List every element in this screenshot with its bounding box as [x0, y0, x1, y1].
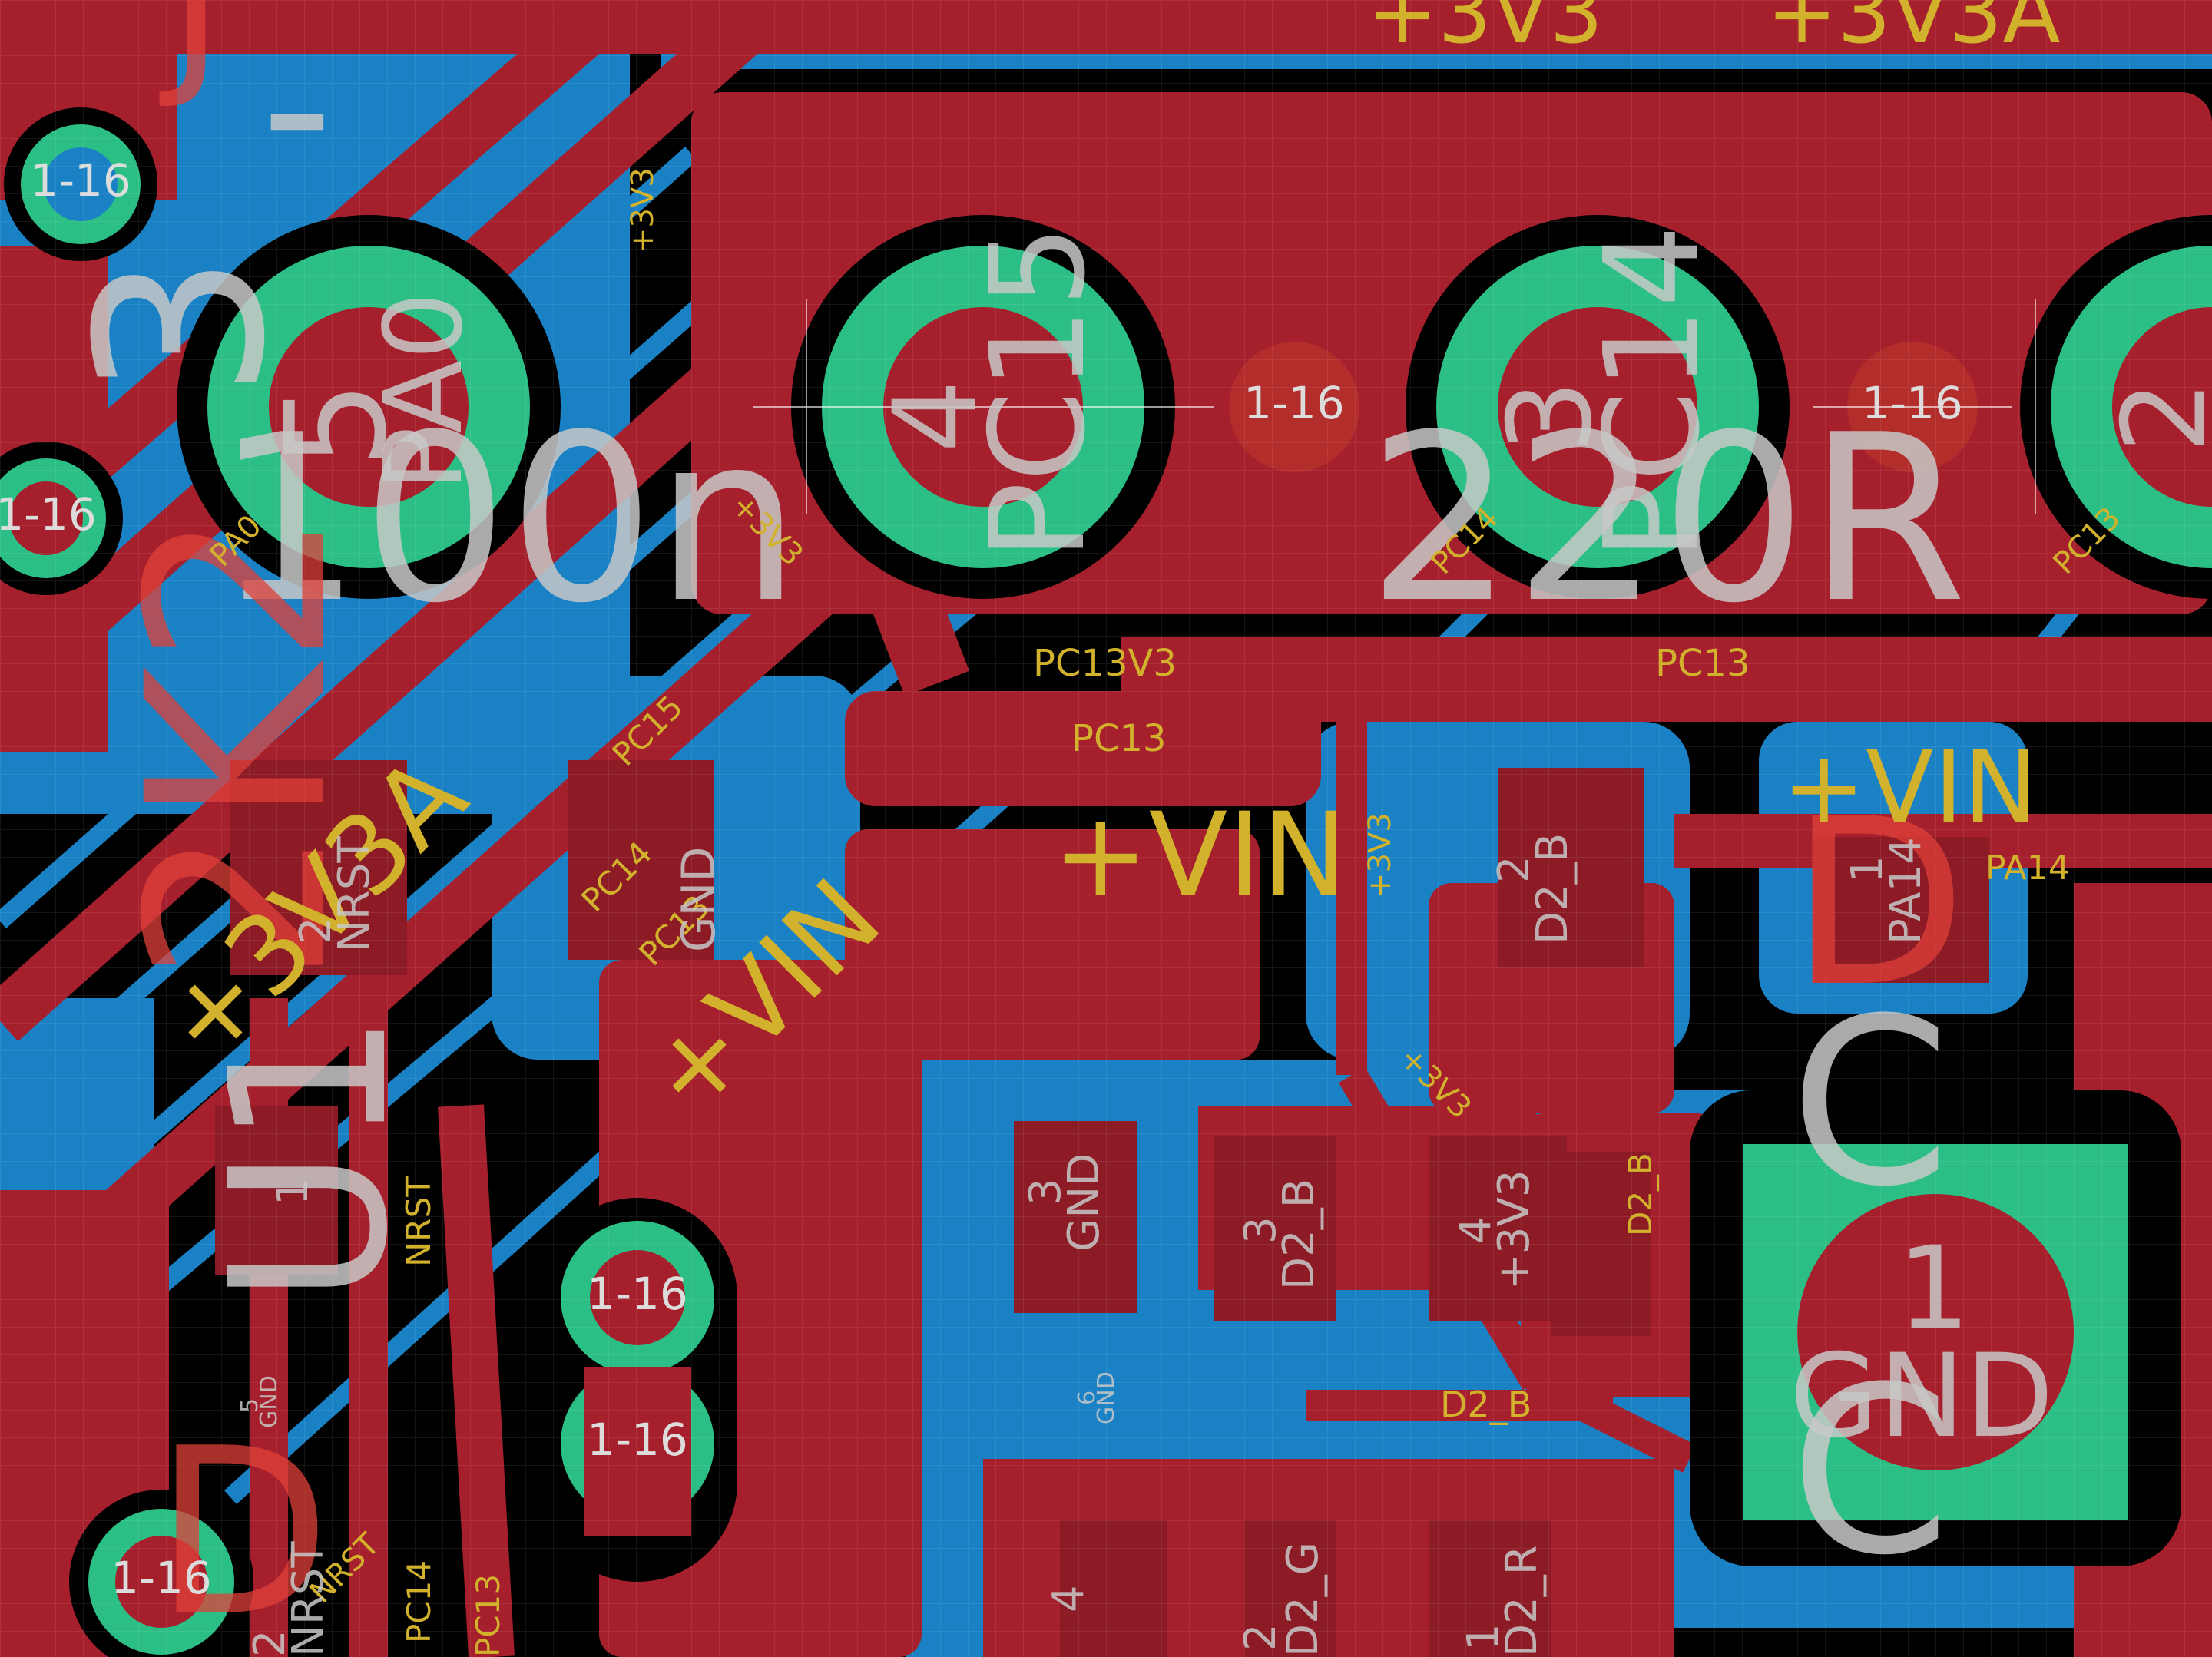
- trace-label-pc13-overlap: PC13V3: [1033, 642, 1177, 685]
- pad-label-pa14-1: PA14: [1881, 837, 1931, 944]
- pad-label-d2b-3-num: 3: [1236, 1216, 1286, 1244]
- pad-label-nrst-bottom: NRST: [283, 1541, 333, 1657]
- pad-number-5: 5: [257, 380, 417, 468]
- net-label-vin-right: +VIN: [1782, 729, 2038, 845]
- pad-number-4: 4: [869, 380, 1003, 453]
- pad-label-3v3-4-num: 4: [1451, 1216, 1501, 1244]
- pad-label-gnd-c: GND: [672, 846, 726, 952]
- silk-value-100n: 100n: [215, 385, 801, 653]
- pad-label-d2g-num: 2: [1236, 1623, 1286, 1651]
- silk-j-prefix: J: [159, 0, 224, 113]
- silk-value-2k2: 2K2: [95, 509, 381, 983]
- silk-value-220r: 220R: [1367, 385, 1967, 653]
- trace-label-pc13-a: PC13: [1071, 717, 1167, 760]
- pad-label-d2b-3: D2_B: [1274, 1179, 1324, 1290]
- net-label-vin-center: +VIN: [1052, 789, 1348, 922]
- pad-label-nrst-bottom-num: 2: [245, 1629, 295, 1657]
- cursor-crosshair: [753, 299, 2036, 514]
- pad-label-d2r: D2_R: [1497, 1545, 1547, 1657]
- pad-number-2: 2: [2098, 380, 2212, 453]
- trace-label-3v3-vertical: +3V3: [625, 167, 661, 253]
- pad-label-3v3-4: +3V3: [1489, 1170, 1539, 1291]
- pad-label-3-gnd: GND: [1059, 1153, 1109, 1252]
- net-label-3v3-top: +3V3: [1367, 0, 1603, 62]
- silk-left-d: D: [154, 1399, 331, 1657]
- trace-label-nrst: NRST: [399, 1176, 439, 1267]
- via-label-4: 1-16: [1862, 377, 1963, 429]
- silk-led-c: C: [1790, 969, 1950, 1237]
- pad-label-5-gnd: GND: [256, 1375, 283, 1428]
- via-label-2: 1-16: [0, 488, 97, 541]
- pad-label-one-square: 1: [1897, 1222, 1970, 1356]
- via-label-7: 1-16: [111, 1552, 212, 1604]
- trace-label-pc13-b: PC13: [1655, 642, 1750, 685]
- pad-label-nrst: NRST: [329, 836, 379, 952]
- pad-label-d2g: D2_G: [1278, 1542, 1328, 1657]
- via-label-5: 1-16: [587, 1268, 688, 1320]
- via-label-1: 1-16: [30, 154, 131, 207]
- trace-label-d2b: D2_B: [1440, 1384, 1532, 1425]
- via-label-3: 1-16: [1243, 377, 1345, 429]
- trace-label-3v3-right: +3V3: [1363, 812, 1398, 898]
- pad-label-d2r-num: 1: [1459, 1623, 1508, 1651]
- pad-label-5-num: 5: [237, 1398, 263, 1413]
- net-label-3v3a-top: +3V3A: [1767, 0, 2061, 62]
- pad-label-6-gnd: GND: [1093, 1371, 1120, 1424]
- silk-minus: -: [261, 0, 333, 224]
- pad-label-gnd-square: GND: [1790, 1330, 2054, 1464]
- silk-three: 3: [48, 253, 316, 399]
- silk-led-d: D: [1790, 769, 1967, 1037]
- pad-number-3: 3: [1484, 380, 1618, 453]
- silk-u1-ref: U1: [185, 1011, 435, 1305]
- pad-label-4-bottom: 4: [1044, 1585, 1094, 1612]
- pad-label-d2b-2-num: 2: [1489, 855, 1539, 883]
- pad-label-pa14-1-num: 1: [1843, 855, 1892, 883]
- trace-label-pc14-bottom: PC14: [400, 1560, 438, 1643]
- pad-label-3-gnd-num: 3: [1021, 1178, 1071, 1206]
- silk-led-c-lower: C: [1790, 1338, 1950, 1606]
- trace-label-pa14: PA14: [1985, 848, 2070, 888]
- pad-label-6-num: 6: [1074, 1391, 1101, 1405]
- trace-label-pc13-bottom: PC13: [469, 1574, 507, 1657]
- header-net-pc14: PC14: [1577, 224, 1729, 561]
- header-net-pa0: PA0: [362, 292, 487, 491]
- pad-label-one-a: 1: [268, 1178, 318, 1206]
- header-net-pc15: PC15: [962, 224, 1114, 561]
- trace-label-d2b-vertical: D2_B: [1621, 1153, 1659, 1236]
- pad-label-d2b-2: D2_B: [1528, 833, 1578, 944]
- pad-label-nrst-2: 2: [291, 917, 341, 944]
- via-label-6: 1-16: [587, 1414, 688, 1466]
